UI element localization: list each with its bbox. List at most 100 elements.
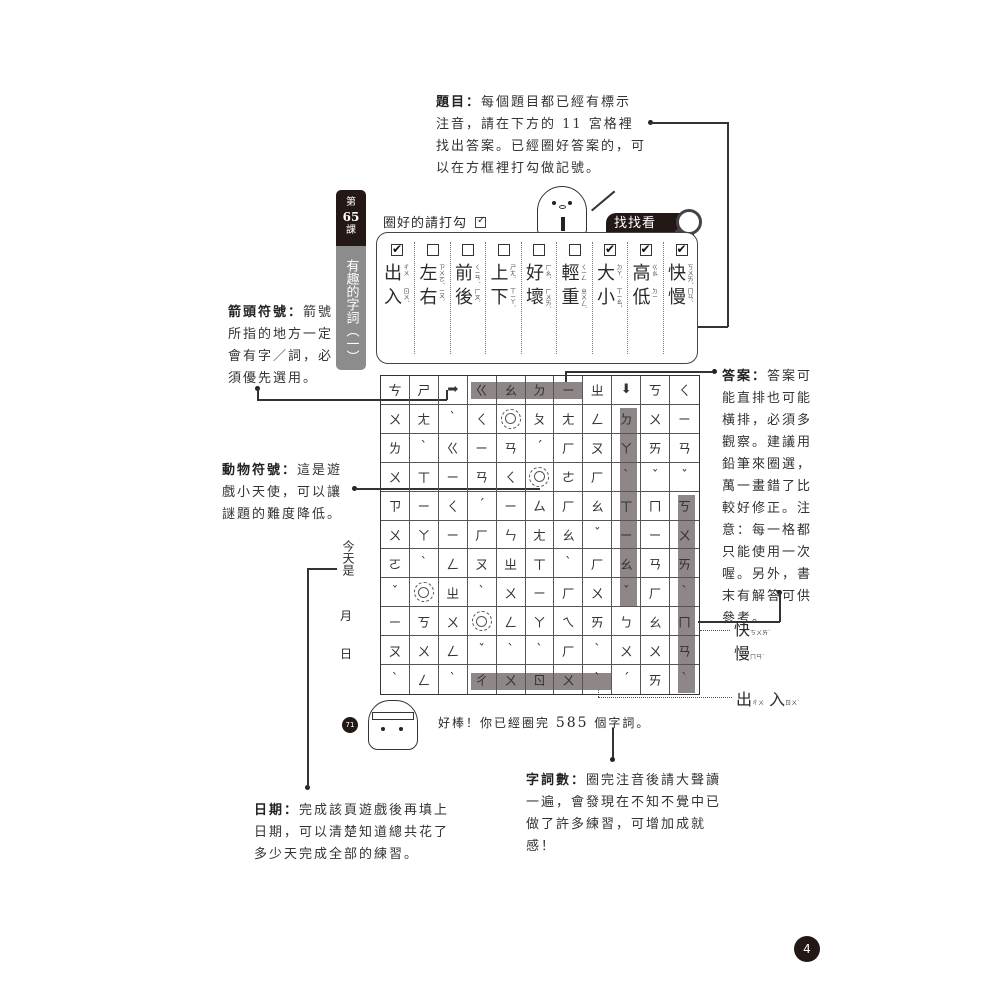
- grid-cell[interactable]: ㄇ: [641, 491, 671, 521]
- grid-cell[interactable]: ˊ: [612, 665, 642, 694]
- grid-cell[interactable]: ㄡ: [467, 549, 497, 579]
- grid-cell[interactable]: ㄨ: [381, 404, 410, 434]
- grid-cell[interactable]: ˋ: [670, 578, 699, 608]
- grid-cell[interactable]: ㄢ: [670, 636, 699, 666]
- grid-cell[interactable]: ˋ: [438, 404, 468, 434]
- grid-cell[interactable]: ㄏ: [467, 520, 497, 550]
- grid-cell[interactable]: ㄧ: [409, 491, 439, 521]
- grid-cell[interactable]: ㄎ: [641, 376, 671, 405]
- grid-cell[interactable]: ˋ: [467, 578, 497, 608]
- grid-cell[interactable]: ㄟ: [554, 607, 584, 637]
- grid-cell[interactable]: ㄚ: [409, 520, 439, 550]
- grid-cell[interactable]: ˋ: [525, 636, 555, 666]
- grid-cell[interactable]: ㄨ: [641, 636, 671, 666]
- grid-cell[interactable]: ㄏ: [554, 491, 584, 521]
- grid-cell[interactable]: ㄞ: [641, 433, 671, 463]
- grid-cell[interactable]: ㄕ: [409, 376, 439, 405]
- grid-cell[interactable]: ㄧ: [381, 607, 410, 637]
- answer-checkbox[interactable]: [604, 244, 616, 256]
- grid-cell[interactable]: ㄢ: [641, 549, 671, 579]
- grid-cell[interactable]: ㄢ: [496, 433, 526, 463]
- grid-cell[interactable]: ˋ: [612, 462, 642, 492]
- grid-cell[interactable]: ㄏ: [583, 549, 613, 579]
- grid-cell[interactable]: ㄤ: [525, 520, 555, 550]
- grid-cell[interactable]: ˋ: [583, 665, 613, 694]
- grid-cell[interactable]: ˊ: [467, 491, 497, 521]
- grid-cell[interactable]: ㄠ: [496, 376, 526, 405]
- grid-cell[interactable]: ㄌ: [381, 433, 410, 463]
- grid-cell[interactable]: ㄠ: [554, 520, 584, 550]
- grid-cell[interactable]: ㄧ: [670, 405, 699, 434]
- grid-cell[interactable]: ˋ: [439, 665, 468, 694]
- grid-cell[interactable]: ˇ: [670, 463, 699, 492]
- grid-cell[interactable]: ㄥ: [583, 404, 613, 434]
- grid-cell[interactable]: ˇ: [612, 578, 642, 608]
- grid-cell[interactable]: ㄑ: [438, 491, 468, 521]
- grid-cell[interactable]: ˋ: [409, 433, 439, 463]
- grid-cell[interactable]: ㄗ: [381, 491, 410, 521]
- grid-cell[interactable]: ㄠ: [583, 491, 613, 521]
- grid-cell[interactable]: [467, 607, 497, 637]
- grid-cell[interactable]: ㄠ: [641, 607, 671, 637]
- grid-cell[interactable]: ㄥ: [410, 665, 439, 694]
- grid-cell[interactable]: ㄣ: [496, 520, 526, 550]
- grid-cell[interactable]: ㄨ: [641, 404, 671, 434]
- grid-cell[interactable]: ㄨ: [381, 520, 410, 550]
- grid-cell[interactable]: ㄨ: [583, 578, 613, 608]
- grid-cell[interactable]: ˋ: [496, 636, 526, 666]
- grid-cell[interactable]: ㄇ: [670, 607, 699, 637]
- answer-checkbox[interactable]: [462, 244, 474, 256]
- grid-cell[interactable]: ㄏ: [554, 636, 584, 666]
- grid-cell[interactable]: ⬇: [612, 376, 642, 405]
- grid-cell[interactable]: ㄧ: [525, 578, 555, 608]
- grid-cell[interactable]: ˋ: [670, 665, 699, 694]
- grid-cell[interactable]: ㄑ: [467, 404, 497, 434]
- grid-cell[interactable]: ㄍ: [467, 376, 497, 405]
- grid-cell[interactable]: ㄞ: [641, 665, 671, 694]
- grid-cell[interactable]: ㄨ: [438, 607, 468, 637]
- grid-cell[interactable]: ㄥ: [496, 607, 526, 637]
- grid-cell[interactable]: ㄜ: [554, 462, 584, 492]
- grid-cell[interactable]: ㄥ: [438, 549, 468, 579]
- grid-cell[interactable]: ㄢ: [670, 434, 699, 463]
- grid-cell[interactable]: ㄧ: [496, 491, 526, 521]
- grid-cell[interactable]: ㄑ: [496, 462, 526, 492]
- grid-cell[interactable]: ˇ: [583, 520, 613, 550]
- answer-checkbox[interactable]: [639, 244, 652, 256]
- grid-cell[interactable]: ㄚ: [525, 607, 555, 637]
- grid-cell[interactable]: ㄒ: [409, 462, 439, 492]
- grid-cell[interactable]: ㄨ: [496, 578, 526, 608]
- grid-cell[interactable]: ㄞ: [670, 549, 699, 579]
- grid-cell[interactable]: [409, 578, 439, 608]
- grid-cell[interactable]: ㄨ: [554, 665, 584, 694]
- grid-cell[interactable]: ˇ: [467, 636, 497, 666]
- grid-cell[interactable]: ㄏ: [554, 433, 584, 463]
- grid-cell[interactable]: ㄔ: [468, 665, 497, 694]
- answer-checkbox[interactable]: [568, 244, 581, 256]
- grid-cell[interactable]: ㄡ: [583, 433, 613, 463]
- grid-cell[interactable]: ㄓ: [583, 376, 613, 405]
- grid-cell[interactable]: ㄘ: [381, 376, 410, 405]
- grid-cell[interactable]: ㄨ: [612, 636, 642, 666]
- grid-cell[interactable]: ˋ: [409, 549, 439, 579]
- grid-cell[interactable]: ➡: [438, 376, 468, 405]
- grid-cell[interactable]: ㄛ: [381, 549, 410, 579]
- grid-cell[interactable]: ㄓ: [496, 549, 526, 579]
- grid-cell[interactable]: ㄧ: [438, 462, 468, 492]
- grid-cell[interactable]: ㄏ: [641, 578, 671, 608]
- grid-cell[interactable]: ˋ: [583, 636, 613, 666]
- grid-cell[interactable]: ㄓ: [438, 578, 468, 608]
- grid-cell[interactable]: ㄧ: [467, 433, 497, 463]
- grid-cell[interactable]: ㄨ: [381, 462, 410, 492]
- grid-cell[interactable]: ㄎ: [670, 492, 699, 521]
- grid-cell[interactable]: ㄠ: [612, 549, 642, 579]
- grid-cell[interactable]: ˇ: [641, 462, 671, 492]
- grid-cell[interactable]: ㄍ: [438, 433, 468, 463]
- grid-cell[interactable]: ㄧ: [438, 520, 468, 550]
- grid-cell[interactable]: ㄞ: [583, 607, 613, 637]
- grid-cell[interactable]: [525, 462, 555, 492]
- date-field[interactable]: 今天是 月 日: [340, 540, 366, 662]
- grid-cell[interactable]: ㄥ: [438, 636, 468, 666]
- grid-cell[interactable]: ㄏ: [554, 578, 584, 608]
- grid-cell[interactable]: ㄨ: [670, 521, 699, 550]
